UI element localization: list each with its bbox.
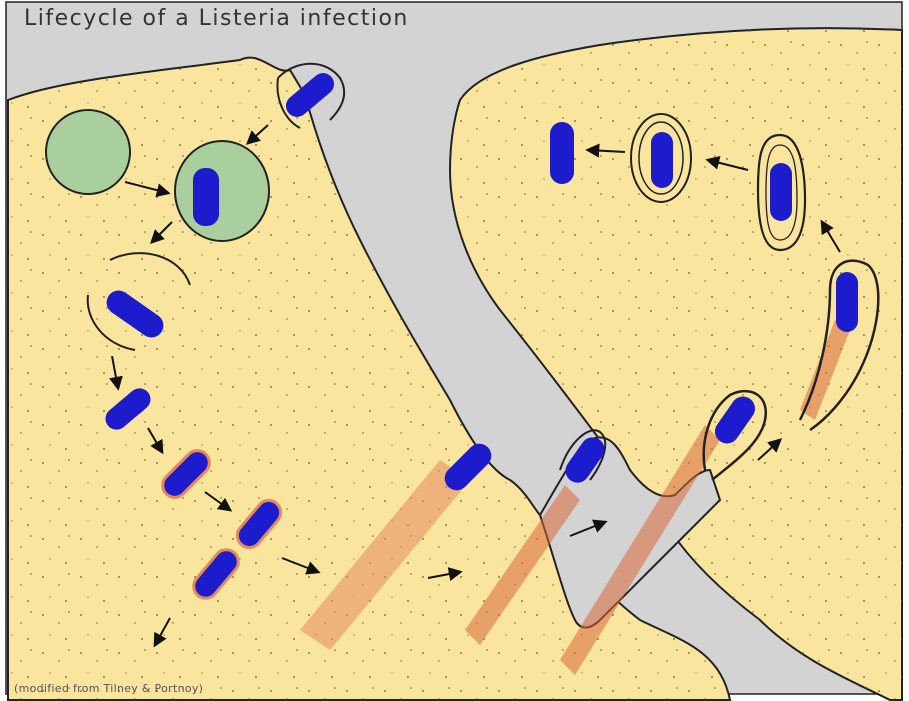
bacterium-icon — [193, 168, 219, 226]
source-credit: (modified from Tilney & Portnoy) — [14, 682, 203, 695]
vacuole-icon — [46, 110, 130, 194]
bacterium-icon — [836, 272, 858, 332]
vacuole-icon — [175, 141, 269, 241]
bacterium-icon — [651, 132, 673, 188]
bacterium-icon — [770, 163, 792, 221]
bacterium-icon — [550, 122, 574, 184]
diagram-title: Lifecycle of a Listeria infection — [24, 6, 409, 31]
